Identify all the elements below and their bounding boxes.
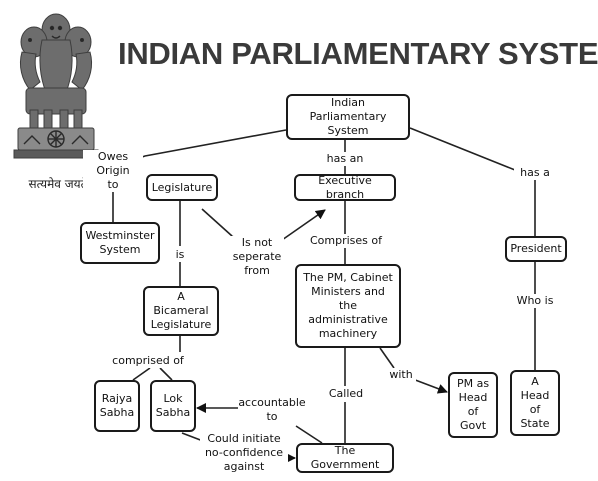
label-called: Called bbox=[327, 387, 365, 401]
edge-comprised-rajya bbox=[132, 367, 151, 381]
edge-notseparate-legislature bbox=[201, 208, 243, 246]
node-the-government: The Government bbox=[296, 443, 394, 473]
node-lok-sabha: Lok Sabha bbox=[150, 380, 196, 432]
edge-lok-noconfidence bbox=[181, 432, 204, 442]
label-is: is bbox=[170, 248, 190, 262]
emblem-motto: सत्यमेव जयते bbox=[28, 177, 88, 191]
national-emblem-icon bbox=[13, 13, 99, 159]
node-pm-head-of-govt: PM as Head of Govt bbox=[448, 372, 498, 438]
label-with: with bbox=[386, 368, 416, 382]
node-indian-parliamentary-system: Indian Parliamentary System bbox=[286, 94, 410, 140]
node-pm-cabinet-machinery: The PM, Cabinet Ministers and the admini… bbox=[295, 264, 401, 348]
edge-with-pm bbox=[409, 377, 448, 394]
node-head-of-state: A Head of State bbox=[510, 370, 560, 436]
node-westminster-system: Westminster System bbox=[80, 222, 160, 264]
node-legislature: Legislature bbox=[146, 174, 218, 201]
label-comprises-of: Comprises of bbox=[306, 234, 386, 248]
label-no-confidence: Could initiate no-confidence against bbox=[200, 432, 288, 474]
label-who-is: Who is bbox=[512, 294, 558, 308]
label-accountable-to: accountable to bbox=[238, 396, 306, 424]
node-executive-branch: Executive branch bbox=[294, 174, 396, 201]
edge-cabinet-with bbox=[379, 347, 395, 369]
edge-government-accountable bbox=[295, 425, 323, 444]
label-has-an: has an bbox=[320, 152, 370, 166]
edge-root-hasa bbox=[409, 127, 516, 171]
edge-notseparate-executive bbox=[271, 209, 326, 250]
node-rajya-sabha: Rajya Sabha bbox=[94, 380, 140, 432]
label-owes-origin: Owes Origin to bbox=[83, 150, 143, 192]
node-president: President bbox=[505, 236, 567, 262]
label-comprised-of: comprised of bbox=[108, 354, 188, 368]
page-title: INDIAN PARLIAMENTARY SYSTEM bbox=[118, 36, 598, 71]
label-not-separate: Is not seperate from bbox=[230, 236, 284, 278]
node-bicameral-legislature: A Bicameral Legislature bbox=[143, 286, 219, 336]
edge-comprised-lok bbox=[159, 367, 173, 381]
label-has-a: has a bbox=[514, 166, 556, 180]
